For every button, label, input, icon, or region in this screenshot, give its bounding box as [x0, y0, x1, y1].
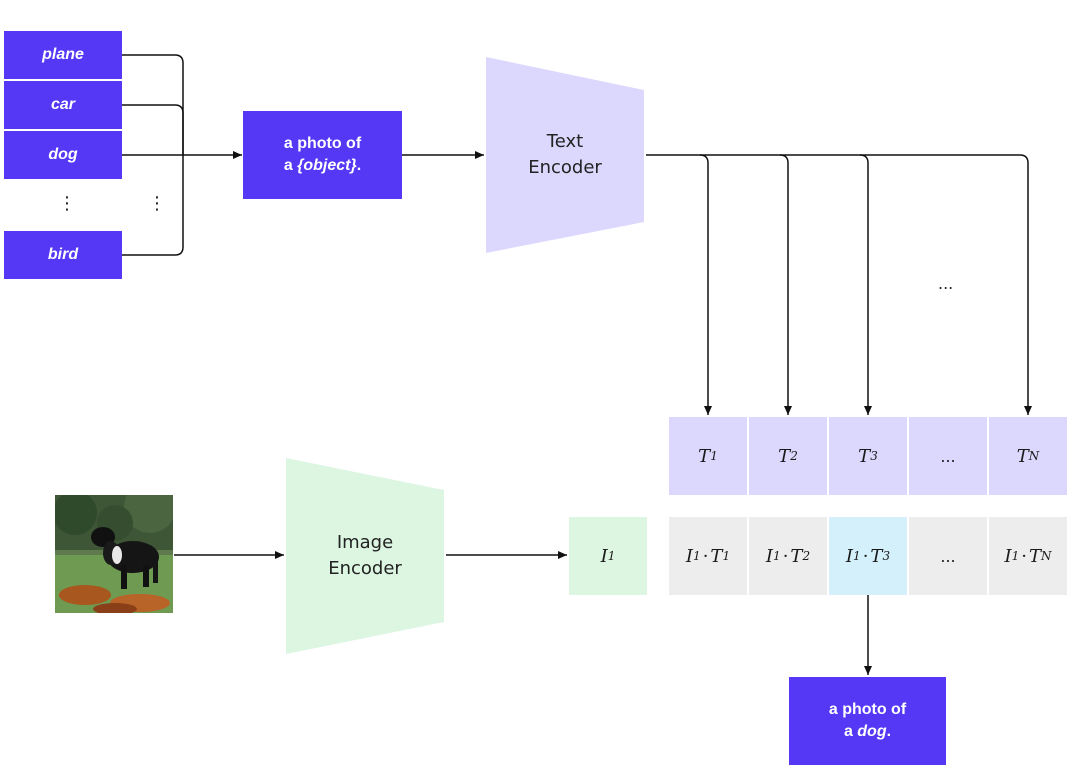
class-label-dog: dog — [4, 131, 122, 179]
connector-ellipsis: ⋮ — [148, 193, 166, 214]
text-feature-ellipsis: ... — [909, 417, 987, 495]
text-encoder-label: Text Encoder — [486, 57, 644, 253]
image-encoder-shape — [286, 458, 444, 654]
t1-arrow — [699, 154, 712, 415]
product-cell-ellipsis: ... — [909, 517, 987, 595]
text-encoder-shape — [486, 57, 644, 253]
features-ellipsis: ... — [938, 274, 954, 293]
prompt-template-box: a photo of a {object}. — [243, 111, 402, 199]
image-encoder-line-1: Image — [336, 532, 394, 553]
image-encoder-label: Image Encoder — [286, 458, 444, 654]
t3-arrow — [859, 154, 872, 415]
class-list-ellipsis: ⋮ — [58, 193, 76, 214]
class-label-car: car — [4, 81, 122, 129]
result-line-2: a dog. — [843, 723, 892, 740]
text-encoder-line-2: Encoder — [528, 157, 602, 178]
text-encoder-line-1: Text — [546, 131, 584, 152]
tn-arrow — [1019, 154, 1032, 415]
result-line-1: a photo of — [828, 701, 907, 718]
prompt-line-1: a photo of — [283, 135, 362, 152]
plane-connector — [122, 54, 184, 155]
car-connector — [122, 104, 184, 155]
class-label-bird: bird — [4, 231, 122, 279]
class-label-plane: plane — [4, 31, 122, 79]
prompt-line-2: a {object}. — [283, 157, 362, 174]
result-box: a photo of a dog. — [789, 677, 946, 765]
dog-photo — [55, 495, 173, 613]
bird-connector — [122, 155, 184, 256]
image-encoder-line-2: Encoder — [328, 558, 402, 579]
t2-arrow — [779, 154, 792, 415]
